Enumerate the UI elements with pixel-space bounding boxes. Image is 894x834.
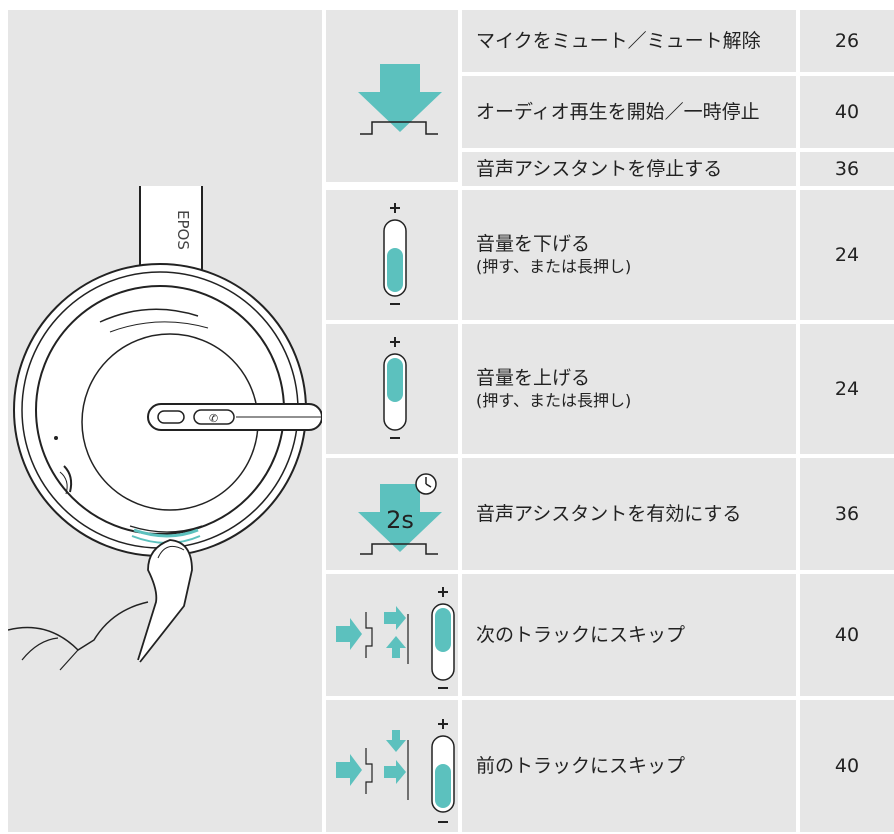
volume-up-icon-cell bbox=[326, 324, 458, 454]
prev-track-icon-cell bbox=[326, 700, 458, 832]
row-subtext: (押す、または長押し) bbox=[476, 256, 632, 276]
skip-previous-icon bbox=[336, 719, 455, 823]
volume-rocker-down-icon bbox=[383, 203, 407, 305]
next-track-icon-cell bbox=[326, 574, 458, 696]
table-row: 次のトラックにスキップ 40 bbox=[326, 574, 894, 696]
table-row: 前のトラックにスキップ 40 bbox=[326, 700, 894, 832]
svg-text:✆: ✆ bbox=[209, 412, 218, 425]
row-text: マイクをミュート／ミュート解除 bbox=[462, 10, 796, 72]
row-page: 40 bbox=[800, 700, 894, 832]
row-page: 40 bbox=[800, 574, 894, 696]
skip-next-icon bbox=[336, 587, 455, 689]
voice-assistant-icon-cell: 2s bbox=[326, 458, 458, 570]
table-row: 音声アシスタントを停止する 36 bbox=[326, 152, 894, 186]
table-row: 音量を下げる (押す、または長押し) 24 bbox=[326, 190, 894, 320]
row-text: 次のトラックにスキップ bbox=[462, 574, 796, 696]
row-text: 音声アシスタントを有効にする bbox=[462, 458, 796, 570]
row-page: 36 bbox=[800, 458, 894, 570]
headset-illustration-panel: EPOS ✆ bbox=[8, 10, 322, 832]
row-page: 26 bbox=[800, 10, 894, 72]
row-page: 24 bbox=[800, 324, 894, 454]
press-hold-2s-icon: 2s bbox=[358, 473, 442, 555]
row-page: 24 bbox=[800, 190, 894, 320]
row-text: 音量を下げる bbox=[476, 232, 591, 255]
volume-down-icon-cell bbox=[326, 190, 458, 320]
press-button-icon-cell bbox=[326, 10, 458, 182]
headset-illustration: EPOS ✆ bbox=[8, 186, 322, 671]
row-text: 前のトラックにスキップ bbox=[462, 700, 796, 832]
press-down-arrow-icon bbox=[358, 64, 442, 135]
row-text: 音声アシスタントを停止する bbox=[462, 152, 796, 186]
row-page: 40 bbox=[800, 76, 894, 148]
table-row: 音量を上げる (押す、または長押し) 24 bbox=[326, 324, 894, 454]
table-row: マイクをミュート／ミュート解除 26 bbox=[326, 10, 894, 72]
row-text: オーディオ再生を開始／一時停止 bbox=[462, 76, 796, 148]
volume-rocker-up-icon bbox=[383, 337, 407, 439]
headset-brand-text: EPOS bbox=[174, 210, 192, 250]
table-row: 2s 音声アシスタントを有効にする 36 bbox=[326, 458, 894, 570]
group-press-button bbox=[326, 10, 894, 182]
timer-label: 2s bbox=[386, 506, 414, 534]
row-page: 36 bbox=[800, 152, 894, 186]
row-subtext: (押す、または長押し) bbox=[476, 390, 632, 410]
row-text: 音量を上げる bbox=[476, 366, 591, 389]
table-row: オーディオ再生を開始／一時停止 40 bbox=[326, 76, 894, 148]
